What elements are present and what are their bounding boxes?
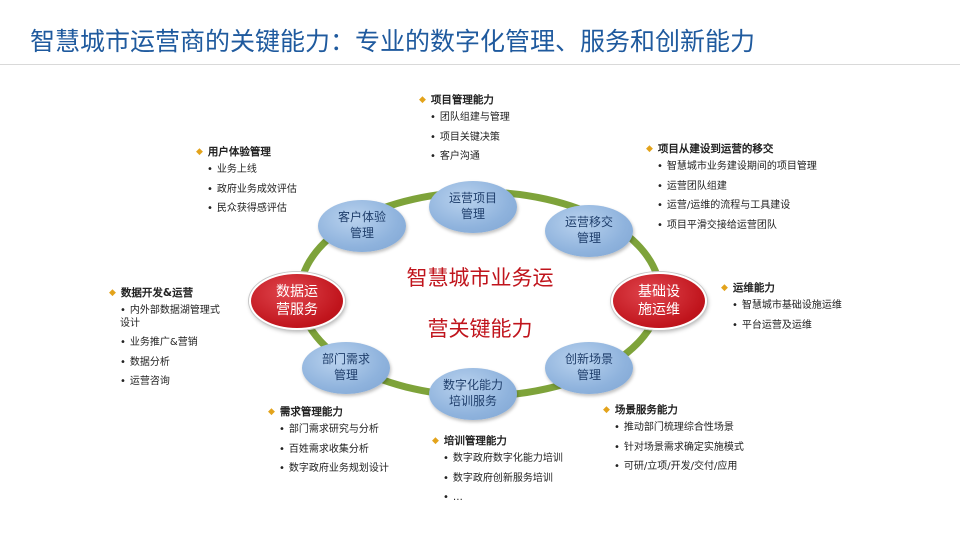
node-ux-label-2: 管理 (349, 226, 374, 240)
block-heading: 需求管理能力 (279, 406, 343, 418)
block-scene: ◆ 场景服务能力 •推动部门梳理综合性场景 •针对场景需求确定实施模式 •可研/立… (603, 402, 744, 481)
list-item: •运营团队组建 (657, 180, 727, 192)
block-transfer: ◆ 项目从建设到运营的移交 •智慧城市业务建设期间的项目管理 •运营团队组建 •运… (646, 141, 817, 239)
list-item: •项目关键决策 (430, 131, 500, 143)
node-ux-label-1: 客户体验 (337, 210, 386, 225)
list-item: •平台运营及运维 (732, 319, 812, 331)
list-item: •政府业务成效评估 (207, 183, 297, 195)
list-item: •数据分析 (120, 356, 170, 368)
block-heading: 培训管理能力 (443, 435, 507, 447)
list-item: •团队组建与管理 (430, 112, 510, 123)
title-divider (0, 64, 960, 65)
list-item: •… (443, 492, 463, 503)
list-item: •数字政府业务规划设计 (279, 463, 389, 474)
center-label-line1: 智慧城市业务运 (406, 266, 554, 290)
node-demand-management: 部门需求管理 (302, 342, 390, 394)
node-transfer-label-1: 运营移交 (564, 215, 613, 230)
node-data-operations: 数据运营服务 (249, 272, 345, 330)
diamond-bullet-icon: ◆ (268, 406, 275, 417)
list-item: •内外部数据湖管理式设计 (120, 305, 220, 329)
list-item: •智慧城市基础设施运维 (732, 300, 842, 311)
node-project-label-1: 运营项目 (448, 191, 497, 206)
list-item: •业务上线 (207, 164, 257, 175)
list-item: •数字政府创新服务培训 (443, 472, 553, 484)
node-infra-label-2: 施运维 (638, 302, 680, 318)
block-training: ◆ 培训管理能力 •数字政府数字化能力培训 •数字政府创新服务培训 •… (432, 433, 563, 512)
list-item: •运营/运维的流程与工具建设 (657, 200, 791, 211)
node-infrastructure-ops: 基础设施运维 (611, 272, 707, 330)
diamond-bullet-icon: ◆ (603, 404, 610, 415)
node-training-service: 数字化能力培训服务 (429, 368, 517, 420)
list-item: •运营咨询 (120, 376, 170, 387)
node-project-management: 运营项目管理 (429, 181, 517, 233)
node-demand-label-1: 部门需求 (321, 352, 370, 367)
node-data-label-2: 营服务 (276, 302, 318, 318)
diamond-bullet-icon: ◆ (109, 287, 116, 298)
block-data: ◆ 数据开发&运营 •内外部数据湖管理式设计 •业务推广&营销 •数据分析 •运营… (109, 285, 226, 396)
list-item: •数字政府数字化能力培训 (443, 453, 563, 464)
block-ops: ◆ 运维能力 •智慧城市基础设施运维 •平台运营及运维 (721, 280, 842, 339)
block-demand: ◆ 需求管理能力 •部门需求研究与分析 •百姓需求收集分析 •数字政府业务规划设计 (268, 404, 389, 483)
list-item: •百姓需求收集分析 (279, 443, 369, 455)
block-heading: 场景服务能力 (614, 404, 678, 416)
node-demand-label-2: 管理 (333, 368, 358, 382)
diamond-bullet-icon: ◆ (432, 435, 439, 446)
diamond-bullet-icon: ◆ (721, 282, 728, 293)
diamond-bullet-icon: ◆ (419, 94, 426, 105)
block-heading: 用户体验管理 (207, 146, 271, 158)
diamond-bullet-icon: ◆ (196, 146, 203, 157)
block-heading: 项目从建设到运营的移交 (657, 143, 774, 155)
node-transfer-management: 运营移交管理 (545, 205, 633, 257)
list-item: •客户沟通 (430, 151, 480, 162)
block-heading: 数据开发&运营 (120, 287, 194, 299)
node-project-label-2: 管理 (460, 207, 485, 221)
block-heading: 运维能力 (732, 282, 775, 294)
node-scene-label-2: 管理 (576, 368, 601, 382)
node-customer-experience: 客户体验管理 (318, 200, 406, 252)
node-scene-label-1: 创新场景 (564, 352, 613, 367)
node-training-label-1: 数字化能力 (442, 378, 503, 393)
list-item: •推动部门梳理综合性场景 (614, 422, 734, 433)
node-training-label-2: 培训服务 (448, 394, 497, 408)
list-item: •业务推广&营销 (120, 337, 198, 348)
block-heading: 项目管理能力 (430, 94, 494, 106)
node-scene-management: 创新场景管理 (545, 342, 633, 394)
node-data-label-1: 数据运 (276, 283, 318, 300)
block-ux: ◆ 用户体验管理 •业务上线 •政府业务成效评估 •民众获得感评估 (196, 144, 297, 223)
list-item: •项目平滑交接给运营团队 (657, 219, 777, 231)
list-item: •可研/立项/开发/交付/应用 (614, 461, 738, 472)
page-title: 智慧城市运营商的关键能力：专业的数字化管理、服务和创新能力 (30, 27, 756, 56)
node-transfer-label-2: 管理 (576, 231, 601, 245)
node-infra-label-1: 基础设 (638, 283, 680, 300)
list-item: •民众获得感评估 (207, 203, 287, 214)
list-item: •部门需求研究与分析 (279, 424, 379, 435)
center-label-line2: 营关键能力 (427, 317, 533, 341)
list-item: •针对场景需求确定实施模式 (614, 441, 744, 453)
block-project-management: ◆ 项目管理能力 •团队组建与管理 •项目关键决策 •客户沟通 (419, 92, 510, 171)
list-item: •智慧城市业务建设期间的项目管理 (657, 161, 817, 172)
diamond-bullet-icon: ◆ (646, 143, 653, 154)
